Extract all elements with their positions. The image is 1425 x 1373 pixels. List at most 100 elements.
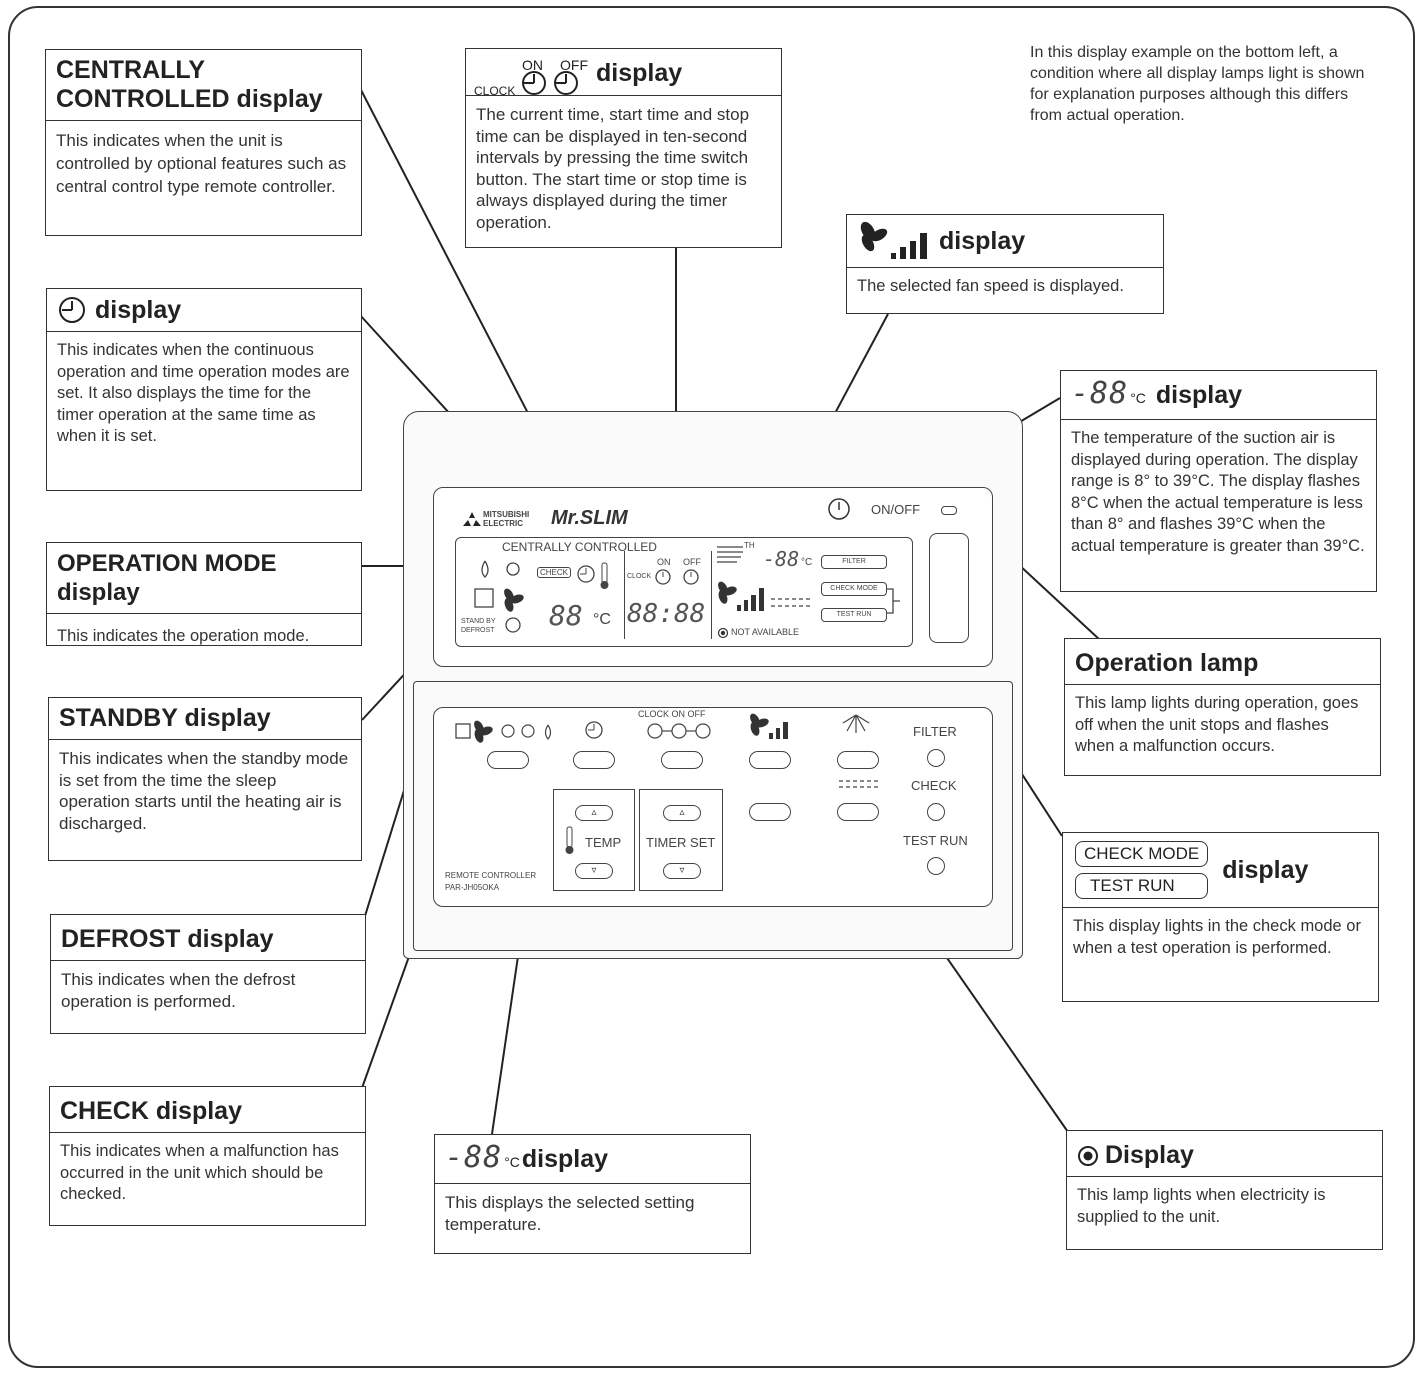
lcd-off-label: OFF bbox=[683, 557, 701, 567]
button-panel bbox=[433, 707, 993, 907]
set-temperature-digits: 88 bbox=[549, 599, 583, 632]
power-button-icon[interactable] bbox=[827, 497, 851, 521]
upper-panel bbox=[433, 487, 993, 667]
airflow-button[interactable] bbox=[837, 751, 879, 769]
onoff-label: ON/OFF bbox=[871, 502, 921, 517]
louver-dash-icon bbox=[839, 780, 879, 788]
callout-title: display bbox=[1155, 381, 1243, 409]
th-label: TH bbox=[744, 541, 755, 550]
page-frame bbox=[8, 6, 1415, 1368]
btn-clock-onoff-label: CLOCK ON OFF bbox=[638, 709, 706, 719]
standby-label: STAND BY bbox=[461, 618, 496, 625]
callout-body: The selected fan speed is displayed. bbox=[857, 277, 1124, 295]
timer-set-label: TIMER SET bbox=[646, 835, 716, 850]
callout-body: This indicates the operation mode. bbox=[57, 627, 310, 645]
callout-title: OPERATION MODE display bbox=[47, 543, 361, 614]
not-available-label: NOT AVAILABLE bbox=[731, 627, 800, 637]
not-available-dot-icon bbox=[717, 627, 729, 639]
callout-check: CHECK display This indicates when a malf… bbox=[49, 1086, 366, 1226]
callout-body: This indicates when the standby mode is … bbox=[59, 749, 349, 833]
lcd-filter-tag: FILTER bbox=[821, 555, 887, 569]
callout-centrally-controlled: CENTRALLY CONTROLLED display This indica… bbox=[45, 49, 362, 236]
callout-clock-display: display This indicates when the continuo… bbox=[46, 288, 362, 491]
timer-down-button[interactable]: ▿ bbox=[663, 863, 701, 879]
defrost-icon bbox=[505, 617, 521, 633]
btn-timer-icons bbox=[647, 723, 711, 739]
louver-button[interactable] bbox=[837, 803, 879, 821]
lcd-divider bbox=[624, 551, 626, 639]
clock-thermo-icons bbox=[577, 562, 609, 589]
callout-set-temperature: -88 °C display This displays the selecte… bbox=[434, 1134, 751, 1254]
onoff-button[interactable] bbox=[929, 533, 969, 643]
clock-button[interactable] bbox=[573, 751, 615, 769]
set-temperature-unit: °C bbox=[593, 611, 611, 628]
callout-body: This indicates when the continuous opera… bbox=[57, 341, 350, 445]
lcd-on-label: ON bbox=[657, 557, 671, 567]
bracket-mark bbox=[886, 588, 900, 614]
callout-title: display bbox=[596, 59, 683, 87]
cool-icon bbox=[474, 588, 494, 608]
btn-airflow-icon bbox=[842, 714, 870, 733]
callout-timer-display: CLOCK ON OFF display The current time, s… bbox=[465, 48, 782, 248]
test-run-button[interactable] bbox=[927, 857, 945, 875]
btn-clock-icon bbox=[585, 721, 603, 739]
room-temperature-unit: °C bbox=[801, 557, 813, 568]
btn-fan-speed-icon bbox=[750, 713, 788, 739]
lower-cover bbox=[413, 681, 1013, 951]
power-dot-icon bbox=[1078, 1145, 1098, 1166]
filter-button[interactable] bbox=[927, 749, 945, 767]
room-temperature-digits: -88 bbox=[763, 547, 800, 571]
unit-icon: °C bbox=[504, 1154, 520, 1170]
temp-up-button[interactable]: ▵ bbox=[575, 805, 613, 821]
mode-button[interactable] bbox=[487, 751, 529, 769]
callout-title: STANDBY display bbox=[49, 698, 361, 740]
callout-title: display bbox=[1222, 855, 1309, 884]
temp-control-box bbox=[553, 789, 635, 891]
thermometer-icon bbox=[565, 826, 574, 854]
callout-body: This displays the selected setting tempe… bbox=[445, 1193, 695, 1234]
callout-check-mode: CHECK MODE TEST RUN display This display… bbox=[1062, 832, 1379, 1002]
clock-icon bbox=[59, 297, 85, 323]
callout-fan-display: display The selected fan speed is displa… bbox=[846, 214, 1164, 314]
lcd-fan-speed-icon bbox=[718, 581, 811, 611]
brand-label: MITSUBISHI ELECTRIC bbox=[483, 510, 530, 528]
centrally-controlled-label: CENTRALLY CONTROLLED bbox=[499, 540, 660, 554]
callout-power-display: Display This lamp lights when electricit… bbox=[1066, 1130, 1383, 1250]
timer-mode-button[interactable] bbox=[661, 751, 703, 769]
vane-button[interactable] bbox=[749, 803, 791, 821]
callout-standby: STANDBY display This indicates when the … bbox=[48, 697, 362, 861]
unit-icon: °C bbox=[1130, 390, 1146, 406]
check-button[interactable] bbox=[927, 803, 945, 821]
defrost-label: DEFROST bbox=[461, 627, 495, 634]
callout-body: This display lights in the check mode or… bbox=[1073, 917, 1361, 957]
mitsubishi-logo-icon bbox=[463, 512, 481, 526]
louver-icon bbox=[717, 546, 743, 563]
callout-title: display bbox=[521, 1145, 609, 1173]
timer-clock-icons bbox=[522, 71, 578, 95]
lcd-testrun-tag: TEST RUN bbox=[821, 608, 887, 622]
mode-button-icons bbox=[455, 720, 552, 743]
off-label: OFF bbox=[560, 57, 588, 73]
segment-temp-icon: -88 bbox=[1071, 376, 1129, 411]
callout-body: This indicates when the unit is controll… bbox=[56, 131, 347, 196]
explanation-note: In this display example on the bottom le… bbox=[1030, 44, 1365, 124]
test-run-label: TEST RUN bbox=[903, 833, 968, 848]
callout-title: CENTRALLY CONTROLLED display bbox=[46, 50, 361, 121]
model-number: PAR-JH05OKA bbox=[445, 883, 500, 892]
fan-speed-button[interactable] bbox=[749, 751, 791, 769]
timer-up-button[interactable]: ▵ bbox=[663, 805, 701, 821]
filter-label: FILTER bbox=[913, 724, 957, 739]
lcd-clock-label: CLOCK bbox=[627, 573, 652, 580]
check-tag: CHECK bbox=[537, 567, 572, 578]
callout-body: The current time, start time and stop ti… bbox=[476, 105, 750, 232]
callout-operation-mode: OPERATION MODE display This indicates th… bbox=[46, 542, 362, 646]
lcd-timer-clock-icons bbox=[655, 569, 699, 585]
check-mode-tag: CHECK MODE bbox=[1075, 841, 1209, 867]
mode-icons bbox=[474, 560, 524, 633]
callout-defrost: DEFROST display This indicates when the … bbox=[50, 914, 366, 1034]
test-run-tag: TEST RUN bbox=[1075, 873, 1209, 899]
temp-label: TEMP bbox=[585, 835, 622, 850]
callout-title: Display bbox=[1105, 1141, 1194, 1169]
callout-title: display bbox=[95, 295, 182, 324]
temp-down-button[interactable]: ▿ bbox=[575, 863, 613, 879]
